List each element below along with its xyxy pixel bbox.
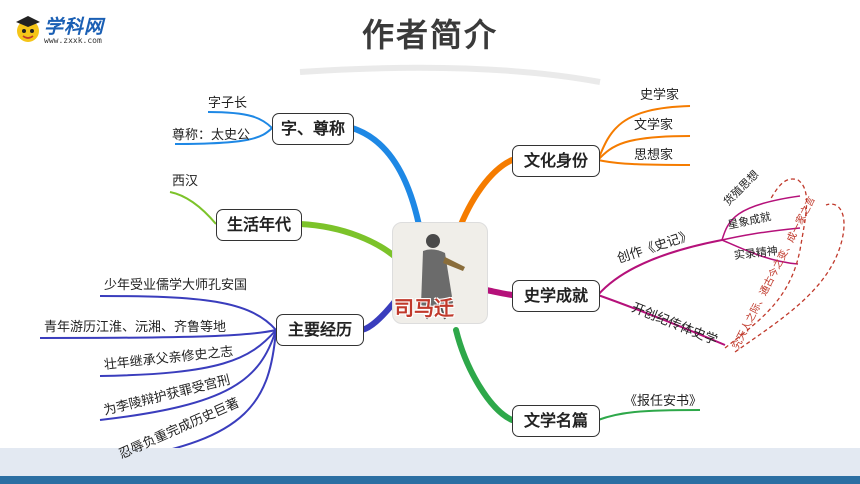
branch-achieve-invent [597,294,726,346]
scholar-figure-icon [421,234,465,320]
branch-zi-sub2 [174,127,273,145]
branch-exp-s4 [99,329,277,421]
branch-exp-s2 [39,329,277,339]
zi-child-2: 尊称：太史公 [172,128,251,143]
page-title: 作者简介 [361,16,498,54]
center-node: 司马迁 [394,296,454,320]
exp-child-1: 少年受业儒学大师孔安国 [104,278,248,293]
footer-band [0,476,860,484]
node-era[interactable]: 生活年代 [216,209,302,241]
branch-create-s2 [721,227,801,241]
logo-name: 学科网 [44,16,105,38]
branch-zi [349,125,423,233]
identity-child-3: 思想家 [634,148,674,163]
zi-child-1: 字子长 [208,96,248,111]
bg-swoosh [299,64,601,85]
quote-outline [724,178,808,349]
branch-exp-s1 [99,295,277,331]
node-achieve[interactable]: 史学成就 [512,280,600,312]
brand-logo[interactable]: 学科网 www.zxxk.com [14,12,134,48]
identity-child-1: 史学家 [640,88,680,103]
node-zi[interactable]: 字、尊称 [272,113,354,145]
branch-era-sub [169,191,217,225]
branch-zi-sub1 [207,111,273,129]
branch-create-s3 [721,239,799,265]
logo-url: www.zxxk.com [44,36,102,45]
branch-era [297,221,407,268]
works-child-1: 《报任安书》 [624,394,703,409]
branch-works [453,327,515,423]
node-identity[interactable]: 文化身份 [512,145,600,177]
branch-identity-s1 [597,105,691,161]
node-works[interactable]: 文学名篇 [512,405,600,437]
portrait-image [392,222,488,324]
branch-identity-s2 [597,135,691,161]
branch-works-sub [597,409,701,421]
exp-child-2: 青年游历江淮、沅湘、齐鲁等地 [44,320,227,335]
branch-create-s1 [721,195,801,241]
branch-achieve-create [597,239,723,296]
branch-identity-s3 [597,159,691,166]
mascot-icon [16,16,40,42]
identity-child-2: 文学家 [634,118,674,133]
branch-achieve [483,287,515,298]
branch-exp [359,297,399,333]
quote-outline-inner [734,203,845,353]
node-exp[interactable]: 主要经历 [276,314,364,346]
branch-exp-s3 [99,329,277,377]
era-child-1: 西汉 [172,174,199,189]
